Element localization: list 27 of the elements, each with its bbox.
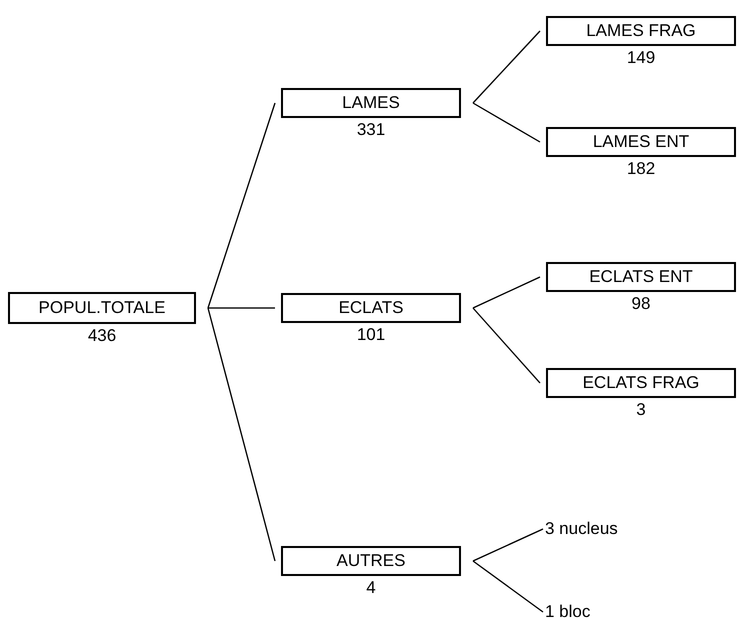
connector-line (207, 308, 276, 562)
category-box: LAMES FRAG (546, 16, 736, 46)
connector-line (472, 276, 540, 309)
category-box: POPUL.TOTALE (8, 292, 196, 324)
count-label: 182 (626, 159, 656, 179)
connector-line (472, 528, 544, 562)
connector-line (472, 102, 540, 143)
count-label: 436 (86, 326, 118, 346)
connector-line (208, 307, 275, 309)
category-box: ECLATS ENT (546, 262, 736, 292)
branch-label: 3 nucleus (545, 519, 618, 539)
count-label: 4 (365, 578, 377, 598)
count-label: 101 (356, 325, 386, 345)
count-label: 331 (356, 120, 386, 140)
count-label: 98 (630, 294, 652, 314)
connector-line (472, 308, 540, 384)
connector-line (207, 102, 276, 308)
connector-line (472, 560, 544, 613)
category-box: AUTRES (281, 546, 461, 576)
category-box: ECLATS FRAG (546, 368, 736, 398)
branch-label: 1 bloc (545, 602, 590, 622)
connector-line (472, 30, 540, 104)
category-box: ECLATS (281, 293, 461, 323)
count-label: 3 (635, 400, 647, 420)
category-box: LAMES (281, 88, 461, 118)
count-label: 149 (626, 48, 656, 68)
category-box: LAMES ENT (546, 127, 736, 157)
